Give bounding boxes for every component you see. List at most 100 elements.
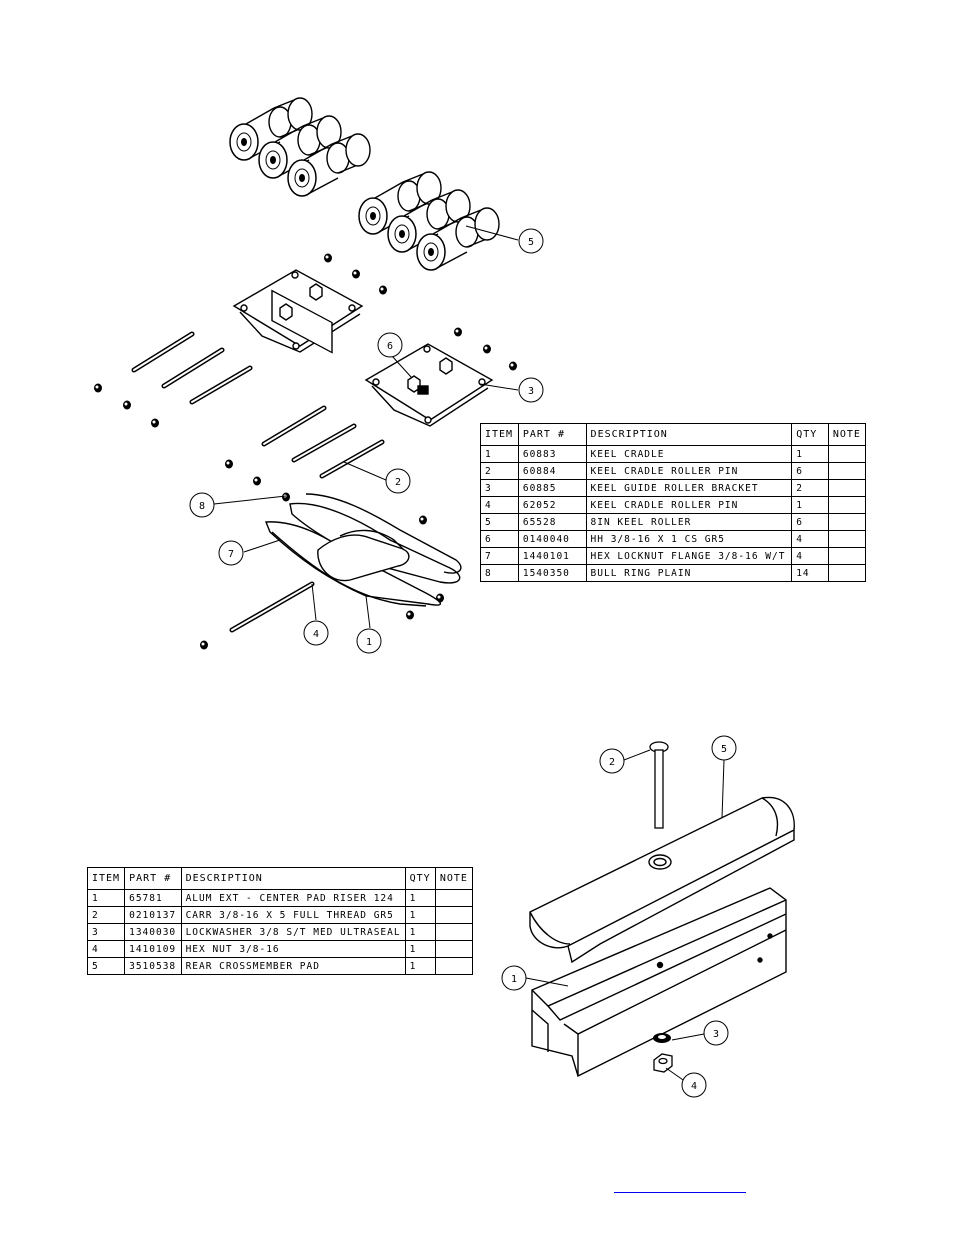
- callouts-bottom: [501, 735, 737, 1098]
- table-header-row: ITEM PART # DESCRIPTION QTY NOTE: [480, 423, 867, 446]
- callout-4-top: 4: [313, 629, 319, 640]
- cell-qty: 1: [404, 940, 436, 958]
- cell-note: [434, 957, 474, 975]
- cell-desc: HEX NUT 3/8-16: [180, 940, 406, 958]
- cell-part: 1440101: [517, 547, 587, 565]
- cell-desc: LOCKWASHER 3/8 S/T MED ULTRASEAL: [180, 923, 406, 941]
- cell-desc: ALUM EXT - CENTER PAD RISER 124: [180, 889, 406, 907]
- cell-qty: 6: [791, 513, 829, 531]
- cell-part: 1540350: [517, 564, 587, 582]
- callout-4-bottom: 4: [691, 1081, 697, 1092]
- cell-note: [827, 462, 867, 480]
- callout-8-top: 8: [199, 501, 205, 512]
- col-item: ITEM: [480, 423, 519, 446]
- callout-3-top: 3: [528, 386, 534, 397]
- cell-part: 0140040: [517, 530, 587, 548]
- callout-5-bottom: 5: [721, 744, 727, 755]
- cell-item: 3: [480, 479, 519, 497]
- cell-item: 3: [86, 923, 126, 941]
- cell-qty: 1: [404, 889, 436, 907]
- cell-desc: HEX LOCKNUT FLANGE 3/8-16 W/T: [585, 547, 793, 565]
- leader-lines-bottom: [525, 749, 725, 1083]
- guide-roller-bracket-b: [364, 343, 494, 427]
- cell-part: 65781: [124, 889, 182, 907]
- rear-crossmember-pad: [529, 796, 795, 964]
- cell-item: 8: [480, 564, 519, 582]
- col-note: NOTE: [827, 423, 867, 446]
- col-item: ITEM: [86, 867, 126, 890]
- keel-cradle: [264, 493, 462, 607]
- callouts-top: [189, 228, 544, 654]
- cell-note: [434, 923, 474, 941]
- cell-item: 1: [86, 889, 126, 907]
- cell-note: [434, 906, 474, 924]
- cell-item: 6: [480, 530, 519, 548]
- cell-part: 65528: [517, 513, 587, 531]
- cell-part: 1410109: [124, 940, 182, 958]
- cell-part: 0210137: [124, 906, 182, 924]
- cell-desc: REAR CROSSMEMBER PAD: [180, 957, 406, 975]
- callout-5-top: 5: [528, 237, 534, 248]
- callout-3-bottom: 3: [713, 1029, 719, 1040]
- leader-lines-top: [213, 225, 519, 629]
- center-pad-riser: [531, 887, 787, 1077]
- cell-desc: CARR 3/8-16 X 5 FULL THREAD GR5: [180, 906, 406, 924]
- cell-qty: 4: [791, 547, 829, 565]
- cell-part: 3510538: [124, 957, 182, 975]
- col-part: PART #: [124, 867, 182, 890]
- cell-desc: BULL RING PLAIN: [585, 564, 793, 582]
- cell-item: 4: [86, 940, 126, 958]
- cell-part: 60885: [517, 479, 587, 497]
- table-header-row: ITEM PART # DESCRIPTION QTY NOTE: [86, 867, 474, 890]
- col-note: NOTE: [434, 867, 474, 890]
- cell-note: [827, 530, 867, 548]
- col-part: PART #: [517, 423, 587, 446]
- lockwasher: [653, 1033, 671, 1043]
- cell-item: 5: [480, 513, 519, 531]
- callout-1-bottom: 1: [511, 974, 517, 985]
- cell-item: 2: [86, 906, 126, 924]
- cell-qty: 1: [404, 906, 436, 924]
- cell-qty: 6: [791, 462, 829, 480]
- callout-6-top: 6: [387, 341, 393, 352]
- col-qty: QTY: [404, 867, 436, 890]
- hyperlink-underline[interactable]: [614, 1192, 746, 1193]
- cell-part: 60883: [517, 445, 587, 463]
- cell-note: [827, 564, 867, 582]
- cell-note: [827, 445, 867, 463]
- cell-note: [434, 889, 474, 907]
- cell-qty: 1: [404, 923, 436, 941]
- cell-qty: 1: [791, 496, 829, 514]
- cell-desc: KEEL CRADLE: [585, 445, 793, 463]
- cell-qty: 1: [404, 957, 436, 975]
- cell-qty: 14: [791, 564, 829, 582]
- callout-2-bottom: 2: [609, 757, 615, 768]
- hex-nut: [653, 1053, 673, 1073]
- cell-note: [827, 547, 867, 565]
- cell-item: 2: [480, 462, 519, 480]
- cell-item: 7: [480, 547, 519, 565]
- cell-item: 4: [480, 496, 519, 514]
- cell-part: 62052: [517, 496, 587, 514]
- cell-note: [827, 513, 867, 531]
- keel-roller-set-b: [358, 171, 500, 271]
- carriage-bolt: [649, 741, 669, 829]
- cell-qty: 4: [791, 530, 829, 548]
- cell-desc: KEEL CRADLE ROLLER PIN: [585, 496, 793, 514]
- cell-part: 1340030: [124, 923, 182, 941]
- cell-desc: KEEL CRADLE ROLLER PIN: [585, 462, 793, 480]
- col-qty: QTY: [791, 423, 829, 446]
- callout-7-top: 7: [228, 549, 234, 560]
- cell-desc: HH 3/8-16 X 1 CS GR5: [585, 530, 793, 548]
